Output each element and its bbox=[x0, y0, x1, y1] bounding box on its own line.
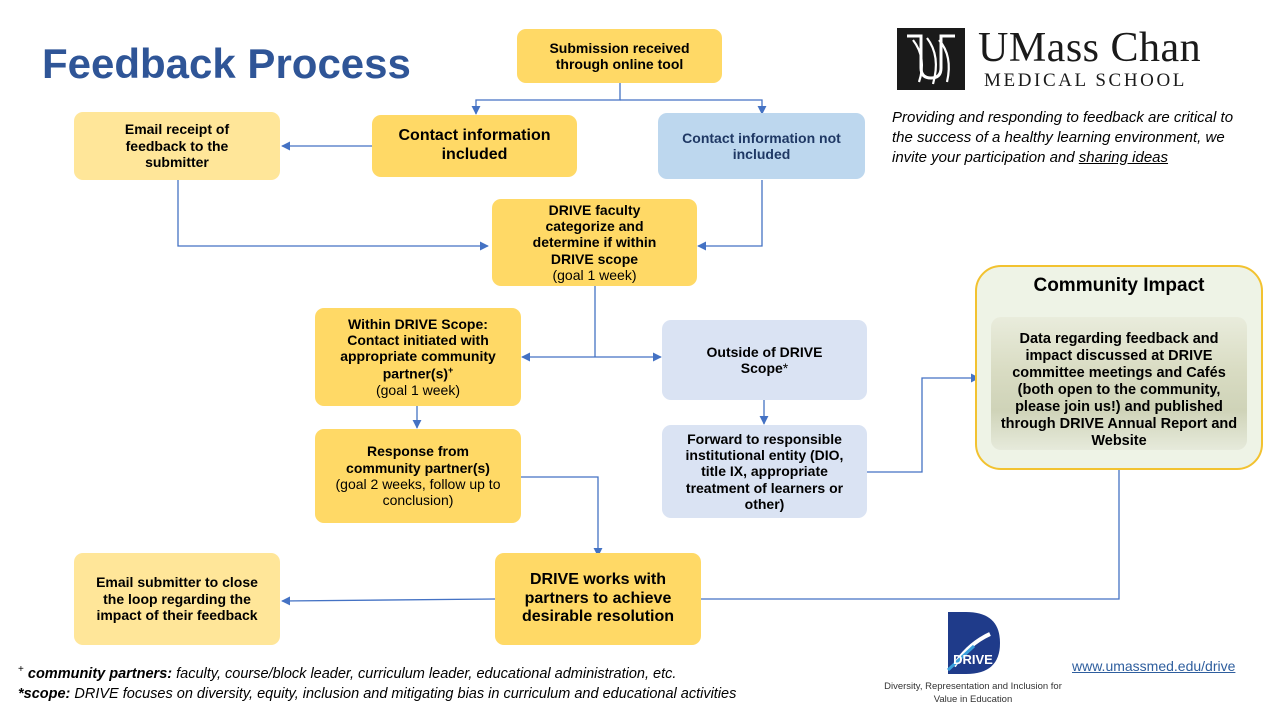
footnotes: + community partners: faculty, course/bl… bbox=[18, 660, 736, 704]
footnote-plus-mark: + bbox=[18, 664, 24, 675]
umass-chan-logo-emblem-icon bbox=[897, 28, 965, 90]
page-title: Feedback Process bbox=[42, 40, 411, 87]
website-link[interactable]: www.umassmed.edu/drive bbox=[1072, 658, 1236, 674]
box-categorize-scope-goal: (goal 1 week) bbox=[552, 267, 637, 284]
logo-name-line1: UMass Chan bbox=[978, 25, 1202, 71]
connector-email-to-categorize bbox=[177, 180, 489, 251]
sharing-ideas-link[interactable]: sharing ideas bbox=[1078, 149, 1169, 166]
box-drive-resolution: DRIVE works with partners to achieve des… bbox=[495, 553, 701, 645]
connector-submission-split-right bbox=[620, 99, 767, 115]
community-impact-panel: Community Impact Data regarding feedback… bbox=[975, 265, 1263, 470]
box-forward-entity-text: Forward to responsible institutional ent… bbox=[685, 430, 844, 513]
logo-name-line2: MEDICAL SCHOOL bbox=[984, 70, 1188, 91]
tagline-text: Providing and responding to feedback are… bbox=[892, 109, 1234, 166]
box-email-receipt: Email receipt of feedback to the submitt… bbox=[74, 112, 280, 180]
box-contact-included: Contact information included bbox=[372, 115, 577, 177]
connector-noinfo-to-categorize bbox=[697, 180, 763, 251]
box-contact-included-text: Contact information included bbox=[398, 127, 551, 163]
footnote-partners-label: community partners: bbox=[27, 665, 173, 682]
footnote-partners-text: faculty, course/block leader, curriculum… bbox=[172, 665, 677, 682]
community-impact-title: Community Impact bbox=[1033, 275, 1205, 296]
box-outside-scope: Outside of DRIVE Scope* bbox=[662, 320, 867, 400]
tagline: Providing and responding to feedback are… bbox=[892, 108, 1252, 168]
connector-response-to-resolution bbox=[521, 476, 603, 557]
box-response-partner-goal: (goal 2 weeks, follow up to conclusion) bbox=[335, 476, 501, 509]
box-email-close-loop: Email submitter to close the loop regard… bbox=[74, 553, 280, 645]
footnote-scope: *scope: DRIVE focuses on diversity, equi… bbox=[18, 684, 736, 704]
box-email-close-loop-text: Email submitter to close the loop regard… bbox=[96, 574, 258, 624]
outside-scope-star-mark: * bbox=[782, 360, 789, 376]
box-submission-received-text: Submission received through online tool bbox=[549, 39, 690, 72]
footnote-community-partners: + community partners: faculty, course/bl… bbox=[18, 660, 736, 684]
drive-logo-icon: DRIVE bbox=[946, 612, 1000, 674]
box-within-scope-goal: (goal 1 week) bbox=[375, 381, 461, 398]
box-email-receipt-text: Email receipt of feedback to the submitt… bbox=[124, 121, 230, 171]
connector-resolution-to-impact bbox=[701, 461, 1124, 600]
within-scope-plus-mark: + bbox=[448, 364, 454, 375]
box-forward-entity: Forward to responsible institutional ent… bbox=[662, 425, 867, 518]
community-impact-background bbox=[991, 317, 1247, 450]
connector-resolution-to-email bbox=[281, 596, 496, 606]
box-within-scope-text: Within DRIVE Scope: Contact initiated wi… bbox=[340, 315, 496, 382]
box-categorize-scope-text: DRIVE faculty categorize and determine i… bbox=[532, 201, 657, 267]
box-drive-resolution-text: DRIVE works with partners to achieve des… bbox=[521, 570, 675, 626]
community-impact-body: Data regarding feedback and impact discu… bbox=[1000, 331, 1238, 449]
box-within-scope: Within DRIVE Scope: Contact initiated wi… bbox=[315, 308, 521, 406]
footnote-scope-label: *scope: bbox=[18, 685, 71, 702]
connector-forward-to-impact bbox=[867, 373, 980, 473]
box-categorize-scope: DRIVE faculty categorize and determine i… bbox=[492, 199, 697, 286]
box-response-partner: Response from community partner(s) (goal… bbox=[315, 429, 521, 523]
box-contact-not-included-text: Contact information not included bbox=[682, 129, 841, 162]
connector-submission-split-left bbox=[471, 83, 621, 115]
drive-logo-caption: Diversity, Representation and Inclusion … bbox=[884, 681, 1062, 705]
box-submission-received: Submission received through online tool bbox=[517, 29, 722, 83]
box-response-partner-text: Response from community partner(s) bbox=[346, 443, 490, 476]
box-contact-not-included: Contact information not included bbox=[658, 113, 865, 179]
footnote-scope-text: DRIVE focuses on diversity, equity, incl… bbox=[70, 685, 737, 702]
drive-logo-name: DRIVE bbox=[953, 652, 993, 667]
box-outside-scope-text: Outside of DRIVE Scope bbox=[706, 343, 823, 376]
